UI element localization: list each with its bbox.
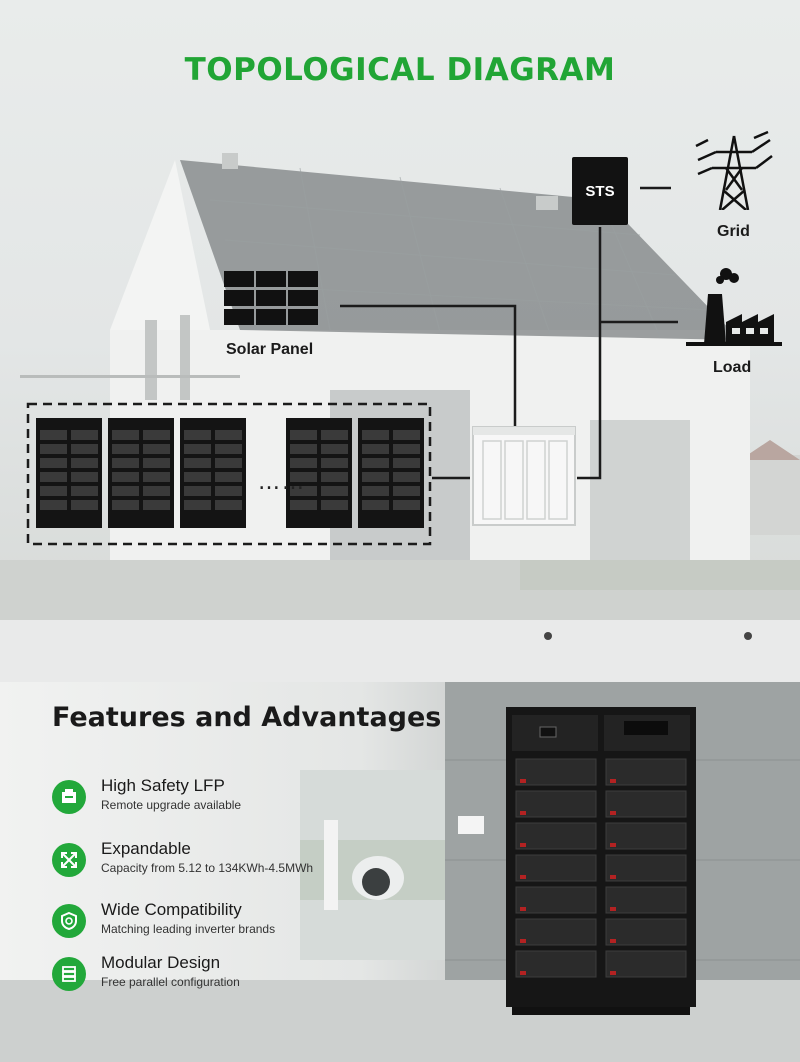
- topology-section: TOPOLOGICAL DIAGRAM Solar Panel STS: [0, 0, 800, 620]
- feature-subtitle: Matching leading inverter brands: [101, 922, 276, 936]
- feature-item-expandable: Expandable Capacity from 5.12 to 134KWh-…: [52, 839, 432, 883]
- battery-rack: [180, 418, 246, 528]
- feature-item-compatibility: Wide Compatibility Matching leading inve…: [52, 900, 432, 944]
- feature-title: Wide Compatibility: [101, 900, 242, 919]
- feature-title: High Safety LFP: [101, 776, 225, 795]
- features-section: Features and Advantages: [0, 620, 800, 1062]
- diagram-title: TOPOLOGICAL DIAGRAM: [184, 52, 616, 88]
- battery-rack: [286, 418, 352, 528]
- feature-subtitle: Free parallel configuration: [101, 975, 240, 989]
- feature-item-high-safety: High Safety LFP Remote upgrade available: [52, 776, 432, 820]
- feature-title: Expandable: [101, 839, 191, 858]
- compatibility-shield-icon: [52, 904, 86, 938]
- battery-cabinet: [506, 707, 696, 1015]
- battery-rack: [358, 418, 424, 528]
- feature-subtitle: Remote upgrade available: [101, 798, 242, 812]
- battery-rack: [36, 418, 102, 528]
- load-label: Load: [713, 359, 752, 376]
- sts-box: STS: [572, 157, 628, 225]
- features-title: Features and Advantages: [52, 702, 442, 733]
- factory-load-icon: [686, 268, 782, 346]
- feature-subtitle: Capacity from 5.12 to 134KWh-4.5MWh: [101, 861, 314, 875]
- feature-item-modular: Modular Design Free parallel configurati…: [52, 953, 432, 997]
- feature-title: Modular Design: [101, 953, 221, 972]
- grid-tower-icon: [695, 130, 773, 210]
- sts-label: STS: [585, 182, 615, 200]
- more-racks-ellipsis: ……: [258, 470, 306, 495]
- solar-panel-icon: [224, 271, 318, 325]
- stacked-modules-icon: [52, 957, 86, 991]
- solar-panel-label: Solar Panel: [226, 341, 314, 358]
- expand-arrows-icon: [52, 843, 86, 877]
- inverter-cabinet: [472, 426, 576, 526]
- wiring-lines: [26, 186, 678, 546]
- battery-icon: [52, 780, 86, 814]
- grid-label: Grid: [717, 223, 750, 240]
- battery-rack: [108, 418, 174, 528]
